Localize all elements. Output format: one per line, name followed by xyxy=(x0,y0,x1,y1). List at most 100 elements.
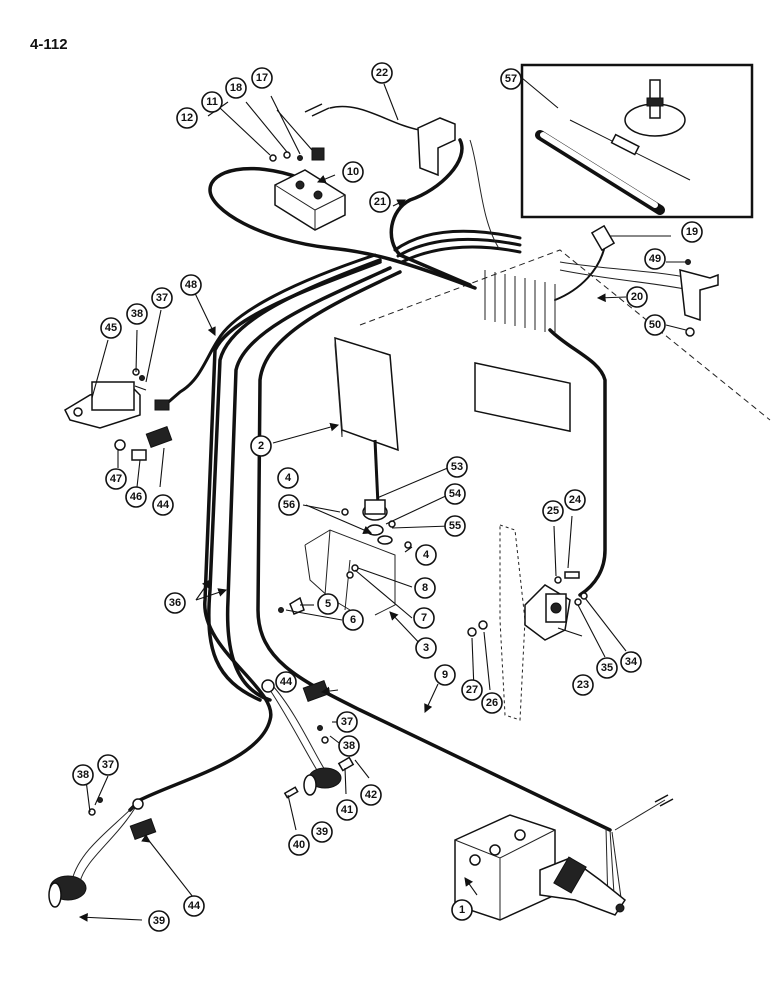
callout-8: 8 xyxy=(414,577,436,599)
callout-38-low: 38 xyxy=(72,764,94,786)
svg-text:38: 38 xyxy=(343,740,355,752)
svg-text:1: 1 xyxy=(459,904,465,916)
resistor-potentiometer-inset xyxy=(520,63,754,219)
callout-44-low: 44 xyxy=(183,895,205,917)
callout-39-mid: 39 xyxy=(311,821,333,843)
callout-55: 55 xyxy=(444,515,466,537)
svg-text:44: 44 xyxy=(280,676,293,688)
wire-connector xyxy=(590,224,616,252)
switch-box xyxy=(274,169,346,231)
svg-text:38: 38 xyxy=(131,308,143,320)
solenoid-switch xyxy=(64,368,170,429)
page-number: 4-112 xyxy=(30,36,68,53)
callout-4: 4 xyxy=(277,467,299,489)
svg-text:7: 7 xyxy=(421,612,427,624)
svg-text:40: 40 xyxy=(293,839,305,851)
callout-42: 42 xyxy=(360,784,382,806)
callout-5: 5 xyxy=(317,593,339,615)
mounting-plate xyxy=(334,336,399,506)
svg-text:34: 34 xyxy=(625,656,638,668)
svg-text:57: 57 xyxy=(505,73,517,85)
svg-text:4: 4 xyxy=(423,549,430,561)
bracket xyxy=(417,117,456,177)
svg-text:37: 37 xyxy=(102,759,114,771)
svg-text:12: 12 xyxy=(181,112,193,124)
callout-18: 18 xyxy=(225,77,247,99)
callout-6: 6 xyxy=(342,609,364,631)
callout-22: 22 xyxy=(371,62,393,84)
callout-40: 40 xyxy=(288,834,310,856)
callout-1: 1 xyxy=(451,899,473,921)
callout-54: 54 xyxy=(444,483,466,505)
svg-text:39: 39 xyxy=(153,915,165,927)
svg-text:53: 53 xyxy=(451,461,463,473)
callout-37-mid: 37 xyxy=(336,711,358,733)
svg-text:45: 45 xyxy=(105,322,117,334)
svg-text:37: 37 xyxy=(156,292,168,304)
callout-2: 2 xyxy=(250,435,272,457)
callout-27: 27 xyxy=(461,679,483,701)
svg-text:27: 27 xyxy=(466,684,478,696)
svg-text:4: 4 xyxy=(285,472,292,484)
callout-37-low: 37 xyxy=(97,754,119,776)
fasteners-middle xyxy=(278,508,412,615)
svg-text:46: 46 xyxy=(130,491,142,503)
svg-text:20: 20 xyxy=(631,291,643,303)
callout-21: 21 xyxy=(369,191,391,213)
callout-39-low: 39 xyxy=(148,910,170,932)
callout-36: 36 xyxy=(164,592,186,614)
svg-text:25: 25 xyxy=(547,505,559,517)
terminal-block xyxy=(474,270,571,433)
svg-text:38: 38 xyxy=(77,769,89,781)
callout-35: 35 xyxy=(596,657,618,679)
callout-38-top: 38 xyxy=(126,303,148,325)
connector-plug-lower xyxy=(48,797,157,908)
callout-17: 17 xyxy=(251,67,273,89)
svg-text:3: 3 xyxy=(423,642,429,654)
svg-text:50: 50 xyxy=(649,319,661,331)
callout-44-top: 44 xyxy=(152,494,174,516)
callout-labels: 1 2 3 4 4 5 6 7 8 9 10 11 12 17 18 19 20… xyxy=(72,62,703,932)
callout-10: 10 xyxy=(342,161,364,183)
callout-41: 41 xyxy=(336,799,358,821)
svg-text:26: 26 xyxy=(486,697,498,709)
svg-text:18: 18 xyxy=(230,82,242,94)
callout-46: 46 xyxy=(125,486,147,508)
svg-text:35: 35 xyxy=(601,662,613,674)
callout-9: 9 xyxy=(434,664,456,686)
svg-text:21: 21 xyxy=(374,196,386,208)
callout-20: 20 xyxy=(626,286,648,308)
svg-text:11: 11 xyxy=(206,96,218,108)
panel-outline xyxy=(359,249,771,421)
callout-38-mid: 38 xyxy=(338,735,360,757)
callout-26: 26 xyxy=(481,692,503,714)
svg-text:5: 5 xyxy=(325,598,331,610)
svg-text:49: 49 xyxy=(649,253,661,265)
callout-7: 7 xyxy=(413,607,435,629)
svg-text:54: 54 xyxy=(449,488,462,500)
svg-text:24: 24 xyxy=(569,494,582,506)
svg-text:42: 42 xyxy=(365,789,377,801)
fasteners-left xyxy=(114,426,173,461)
svg-text:10: 10 xyxy=(347,166,359,178)
svg-text:9: 9 xyxy=(442,669,448,681)
switch-assembly xyxy=(524,571,588,641)
svg-text:8: 8 xyxy=(422,582,428,594)
callout-56: 56 xyxy=(278,494,300,516)
svg-text:6: 6 xyxy=(350,614,356,626)
svg-text:37: 37 xyxy=(341,716,353,728)
callout-37-top: 37 xyxy=(151,287,173,309)
svg-text:39: 39 xyxy=(316,826,328,838)
svg-text:22: 22 xyxy=(376,67,388,79)
svg-text:19: 19 xyxy=(686,226,698,238)
svg-text:36: 36 xyxy=(169,597,181,609)
fasteners-top xyxy=(269,147,325,162)
svg-text:23: 23 xyxy=(577,679,589,691)
gasket-outline xyxy=(499,524,526,721)
callout-34: 34 xyxy=(620,651,642,673)
callout-11: 11 xyxy=(201,91,223,113)
wire-harness xyxy=(71,105,691,911)
svg-text:44: 44 xyxy=(188,900,201,912)
callout-12: 12 xyxy=(176,107,198,129)
